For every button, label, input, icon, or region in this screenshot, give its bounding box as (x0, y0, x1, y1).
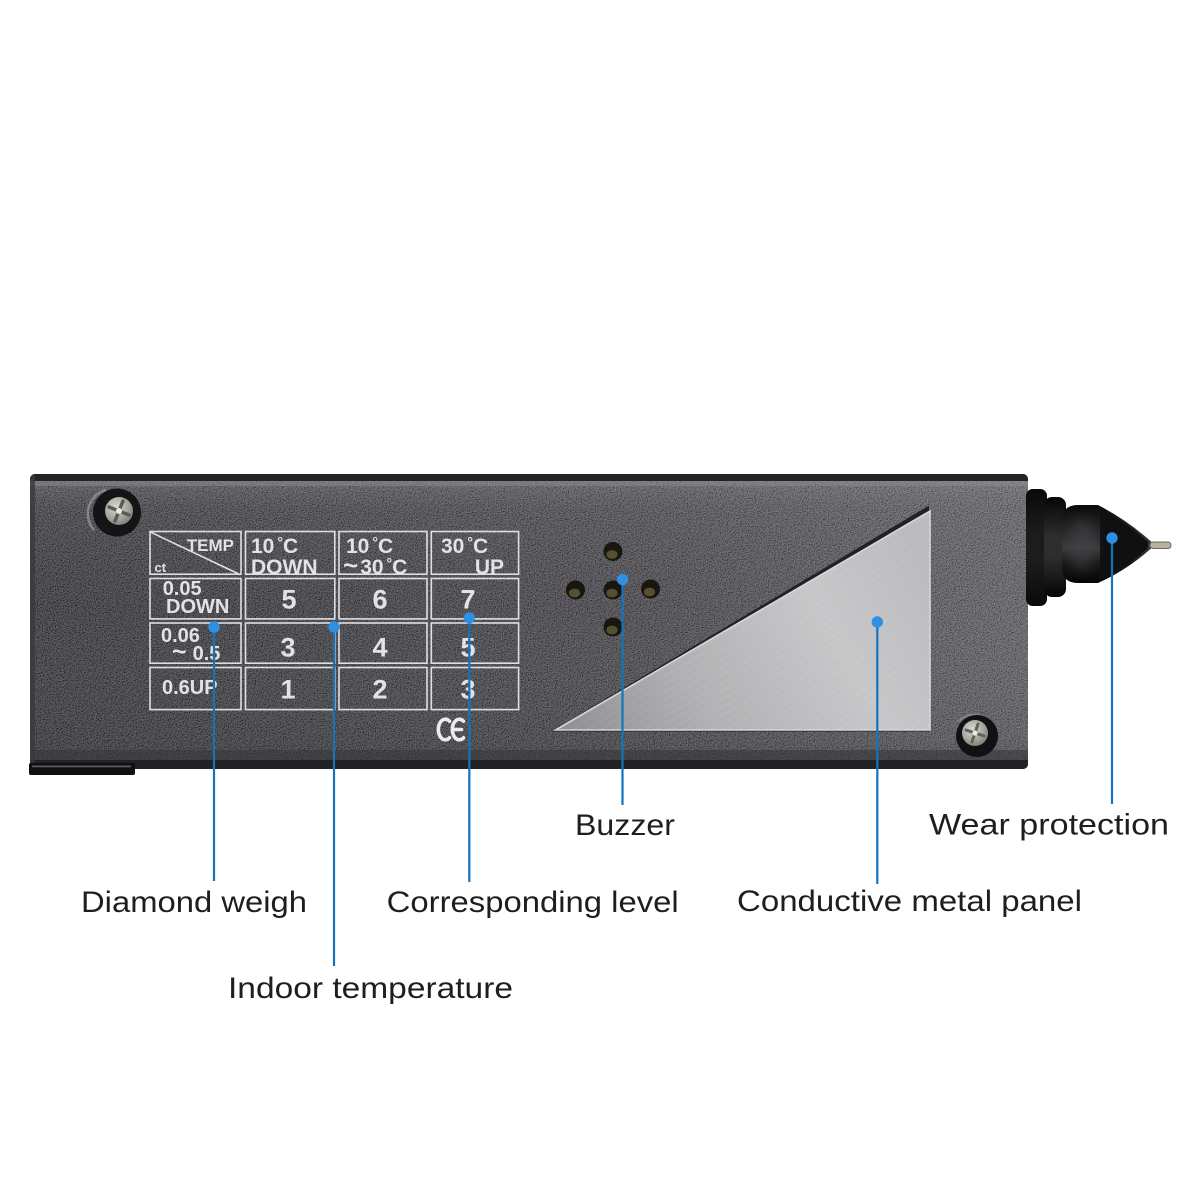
svg-text:3: 3 (280, 633, 295, 663)
svg-text:4: 4 (372, 633, 387, 663)
svg-text:Wear protection: Wear protection (929, 809, 1169, 842)
svg-text:0.06: 0.06 (161, 625, 200, 647)
svg-text:3: 3 (460, 675, 475, 705)
svg-text:Diamond weigh: Diamond weigh (81, 886, 307, 919)
svg-text:Corresponding level: Corresponding level (387, 886, 679, 919)
svg-text:5: 5 (281, 585, 296, 615)
svg-text:Indoor temperature: Indoor temperature (228, 972, 513, 1005)
svg-text:6: 6 (372, 585, 387, 615)
svg-text:Conductive metal panel: Conductive metal panel (737, 885, 1082, 918)
svg-text:DOWN: DOWN (166, 596, 229, 618)
svg-text:0.6UP: 0.6UP (162, 677, 218, 699)
svg-text:ct: ct (155, 560, 167, 575)
svg-text:~30°C: ~30°C (343, 550, 407, 580)
svg-text:5: 5 (460, 633, 475, 663)
svg-text:UP: UP (475, 556, 504, 579)
svg-text:1: 1 (280, 675, 295, 705)
svg-text:2: 2 (372, 675, 387, 705)
svg-text:TEMP: TEMP (187, 536, 234, 555)
svg-text:DOWN: DOWN (251, 556, 318, 579)
svg-text:7: 7 (460, 585, 475, 615)
svg-text:0.05: 0.05 (163, 578, 202, 600)
svg-text:Buzzer: Buzzer (575, 809, 675, 842)
